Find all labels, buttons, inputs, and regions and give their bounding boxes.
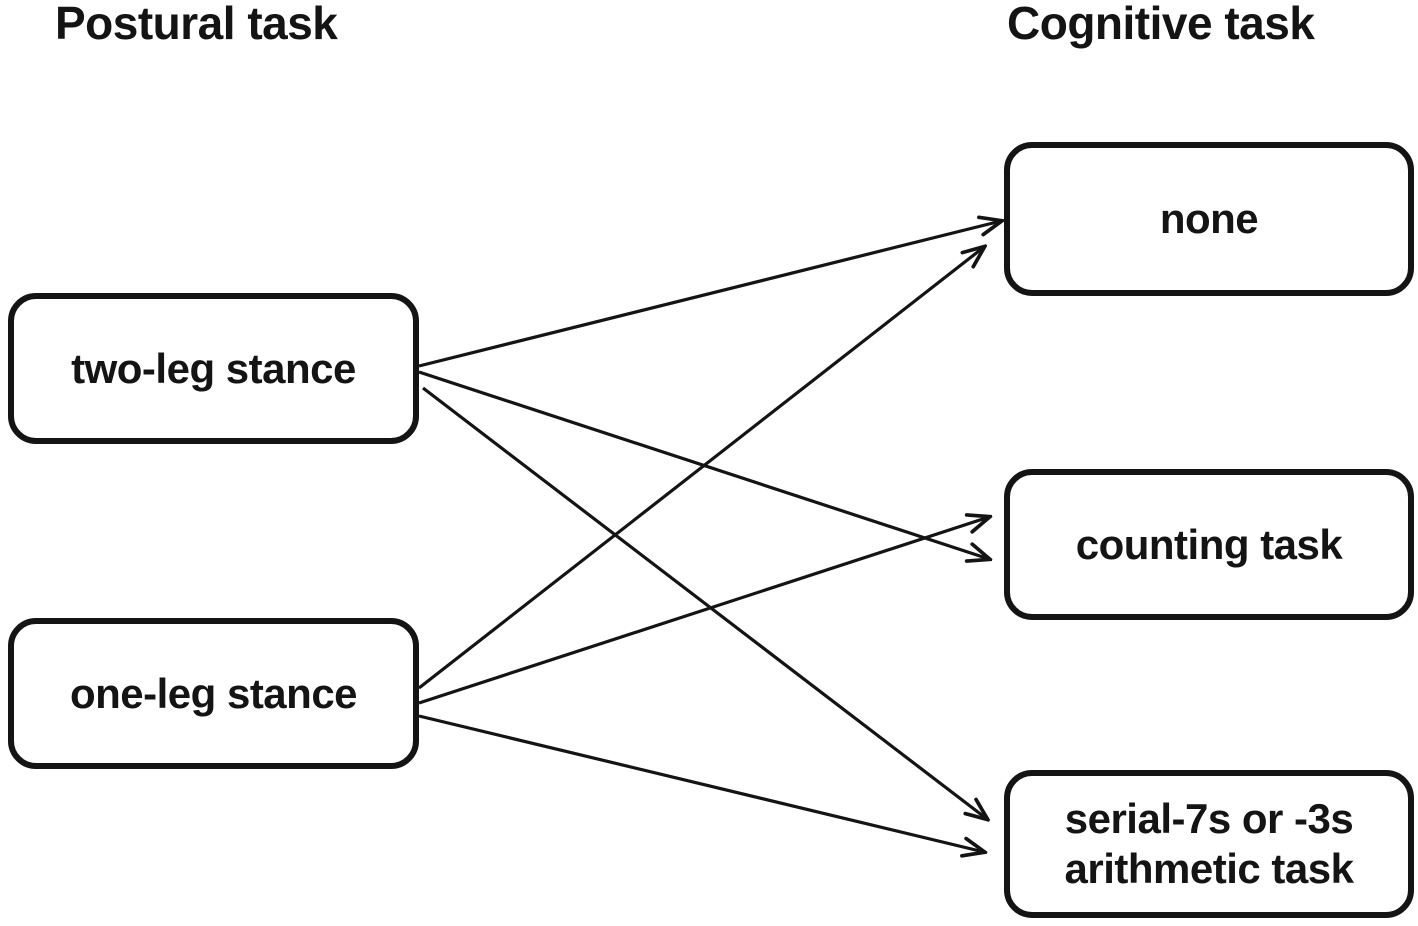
cognitive-task-heading: Cognitive task (1007, 0, 1315, 49)
node-serial-arithmetic-task: serial-7s or -3s arithmetic task (1004, 770, 1414, 918)
edge-two-leg-to-serial (422, 386, 987, 819)
node-one-leg-stance: one-leg stance (8, 618, 419, 769)
node-one-leg-stance-label: one-leg stance (69, 669, 358, 717)
edge-one-leg-to-serial (418, 714, 984, 852)
node-two-leg-stance: two-leg stance (8, 293, 419, 444)
node-counting-task-label: counting task (1075, 520, 1343, 568)
edge-one-leg-to-counting (418, 517, 989, 705)
node-two-leg-stance-label: two-leg stance (71, 344, 356, 392)
edge-two-leg-to-none (418, 221, 1001, 368)
node-counting-task: counting task (1004, 469, 1414, 620)
node-serial-arithmetic-task-label-line1: serial-7s or -3s (1064, 795, 1354, 843)
postural-task-heading: Postural task (55, 0, 338, 49)
node-none: none (1004, 142, 1414, 296)
node-none-label: none (1159, 195, 1259, 243)
edge-one-leg-to-none (418, 247, 984, 690)
node-serial-arithmetic-task-label-line2: arithmetic task (1064, 845, 1354, 892)
